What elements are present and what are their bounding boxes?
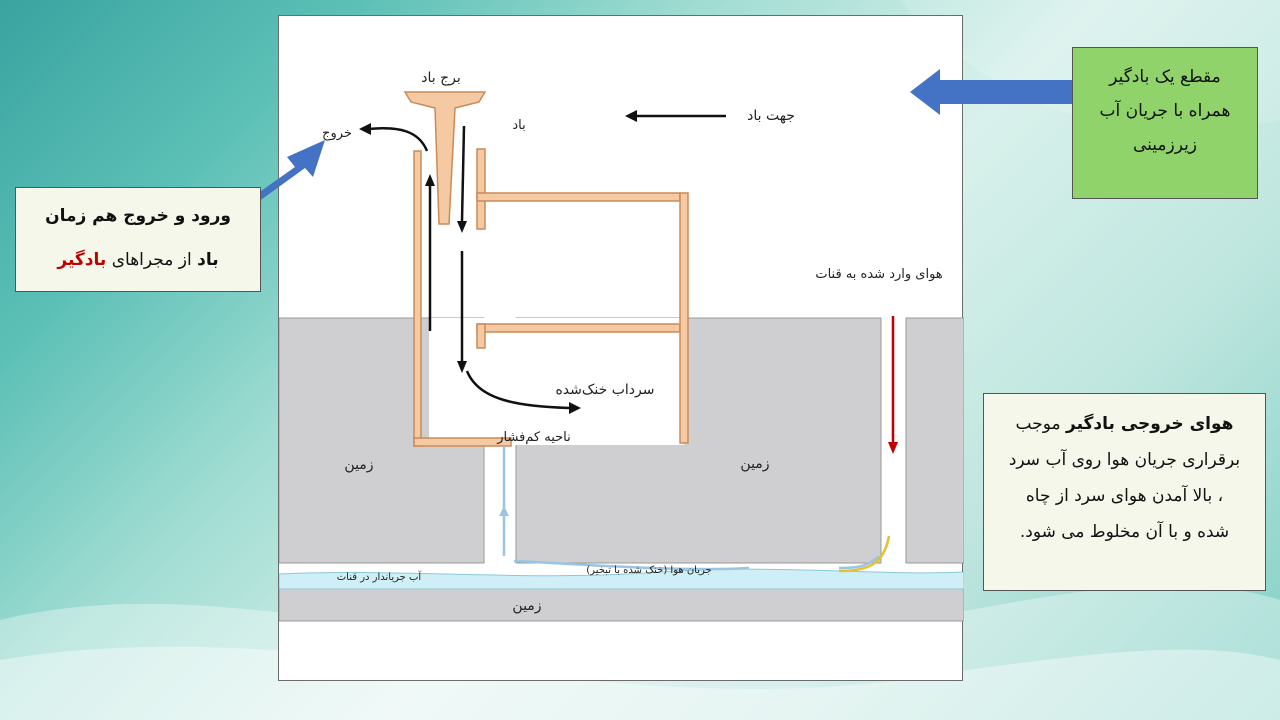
ground-block-bottom [279, 588, 964, 622]
label-air-into-qanat: هوای وارد شده به قنات [815, 267, 942, 282]
callout-bottom-line3: ، بالا آمدن هوای سرد از چاه [1025, 486, 1224, 506]
callout-bottom-line2: برقراری جریان هوا روی آب سرد [1008, 450, 1241, 470]
callout-simultaneous-flow: ورود و خروج هم زمان باد از مجراهای بادگی… [15, 187, 261, 292]
label-flowing-water: آب جریاندار در قنات [337, 570, 423, 583]
label-ground-bottom: زمین [512, 598, 541, 614]
callout-top-line1: مقطع یک بادگیر [1109, 67, 1221, 87]
callout-left-body: باد از مجراهای بادگیر [57, 250, 219, 270]
ground-block-right [905, 317, 964, 564]
label-ground-right: زمین [740, 456, 769, 472]
airflow-arrows [368, 114, 726, 410]
label-air-flow: جریان هوا (خنک شده با تبخیر) [586, 565, 711, 576]
label-wind-direction: جهت باد [747, 108, 795, 124]
label-low-pressure: ناحیه کم‌فشار [496, 430, 571, 445]
callout-left-title: ورود و خروج هم زمان [45, 206, 231, 226]
callout-bottom-line1: هوای خروجی بادگیر موجب [1015, 414, 1234, 434]
callout-top-line2: همراه با جریان آب [1099, 101, 1231, 121]
incoming-air-yellow [838, 535, 891, 573]
arrow-to-diagram [910, 69, 1078, 115]
arrow-heads [359, 110, 637, 414]
wind-tower [403, 91, 689, 447]
windcatcher-diagram: برج باد باد خروج جهت باد هوای وارد شده ب… [278, 15, 964, 681]
callout-top-line3: زیرزمینی [1132, 135, 1198, 155]
callout-section-title: مقطع یک بادگیر همراه با جریان آب زیرزمین… [1072, 47, 1258, 199]
callout-exhaust-air: هوای خروجی بادگیر موجب برقراری جریان هوا… [983, 393, 1266, 591]
label-tower: برج باد [421, 70, 461, 86]
label-wind: باد [512, 118, 525, 133]
qanat-water [279, 568, 964, 590]
callout-bottom-line4: شده و با آن مخلوط می شود. [1019, 522, 1230, 542]
label-ground-left: زمین [344, 457, 373, 473]
cool-air-flow [502, 446, 880, 571]
label-exit: خروج [322, 126, 352, 141]
label-cooled-cellar: سرداب خنک‌شده [555, 382, 654, 398]
cellar [429, 318, 684, 445]
